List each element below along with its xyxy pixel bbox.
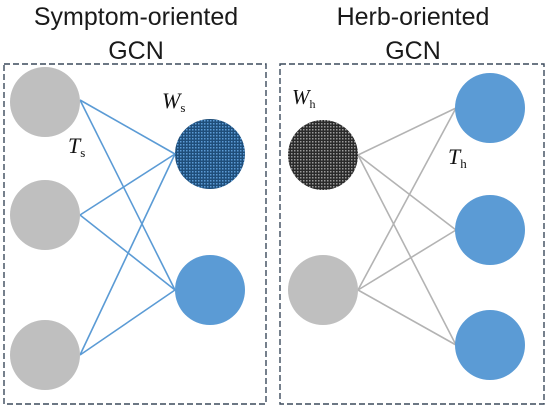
- right-panel-title: Herb-oriented GCN: [278, 0, 548, 68]
- t-h-label: Th: [448, 144, 467, 171]
- edge-l2-r2: [79, 214, 176, 291]
- edge-l2-r1: [79, 153, 176, 216]
- left-title-line2: GCN: [108, 37, 164, 65]
- right-title-line1: Herb-oriented: [336, 3, 490, 31]
- right-edges: [357, 107, 457, 346]
- symptom-node-3: [10, 320, 80, 390]
- herb-output-node-3: [455, 310, 525, 380]
- edge-l1-r1: [79, 99, 176, 155]
- right-title-line2: GCN: [385, 37, 441, 65]
- w-h-label: Wh: [292, 85, 316, 111]
- herb-output-node-1: [455, 73, 525, 143]
- edge-l1-r2: [79, 99, 176, 291]
- symptom-output-node: [175, 255, 245, 325]
- edge-h1-b2: [357, 154, 457, 231]
- herb-node-2: [288, 255, 358, 325]
- left-edges: [79, 99, 176, 356]
- edge-l3-r2: [79, 289, 176, 356]
- edge-h2-b1: [357, 107, 457, 291]
- t-s-label: Ts: [68, 133, 85, 160]
- left-title-line1: Symptom-oriented: [33, 3, 239, 31]
- edge-h2-b2: [357, 229, 457, 291]
- w-s-label: Ws: [162, 88, 185, 115]
- edge-l3-r1: [79, 153, 176, 356]
- left-panel-border: [3, 63, 267, 405]
- left-panel-title: Symptom-oriented GCN: [0, 0, 272, 68]
- edge-h2-b3: [357, 289, 457, 346]
- right-panel-border: [279, 63, 545, 405]
- herb-weighted-node: [288, 120, 358, 190]
- symptom-node-2: [10, 180, 80, 250]
- symptom-weighted-node: [175, 119, 245, 189]
- edge-h1-b3: [357, 154, 457, 346]
- edge-h1-b1: [357, 107, 457, 156]
- symptom-node-1: [10, 67, 80, 137]
- herb-output-node-2: [455, 195, 525, 265]
